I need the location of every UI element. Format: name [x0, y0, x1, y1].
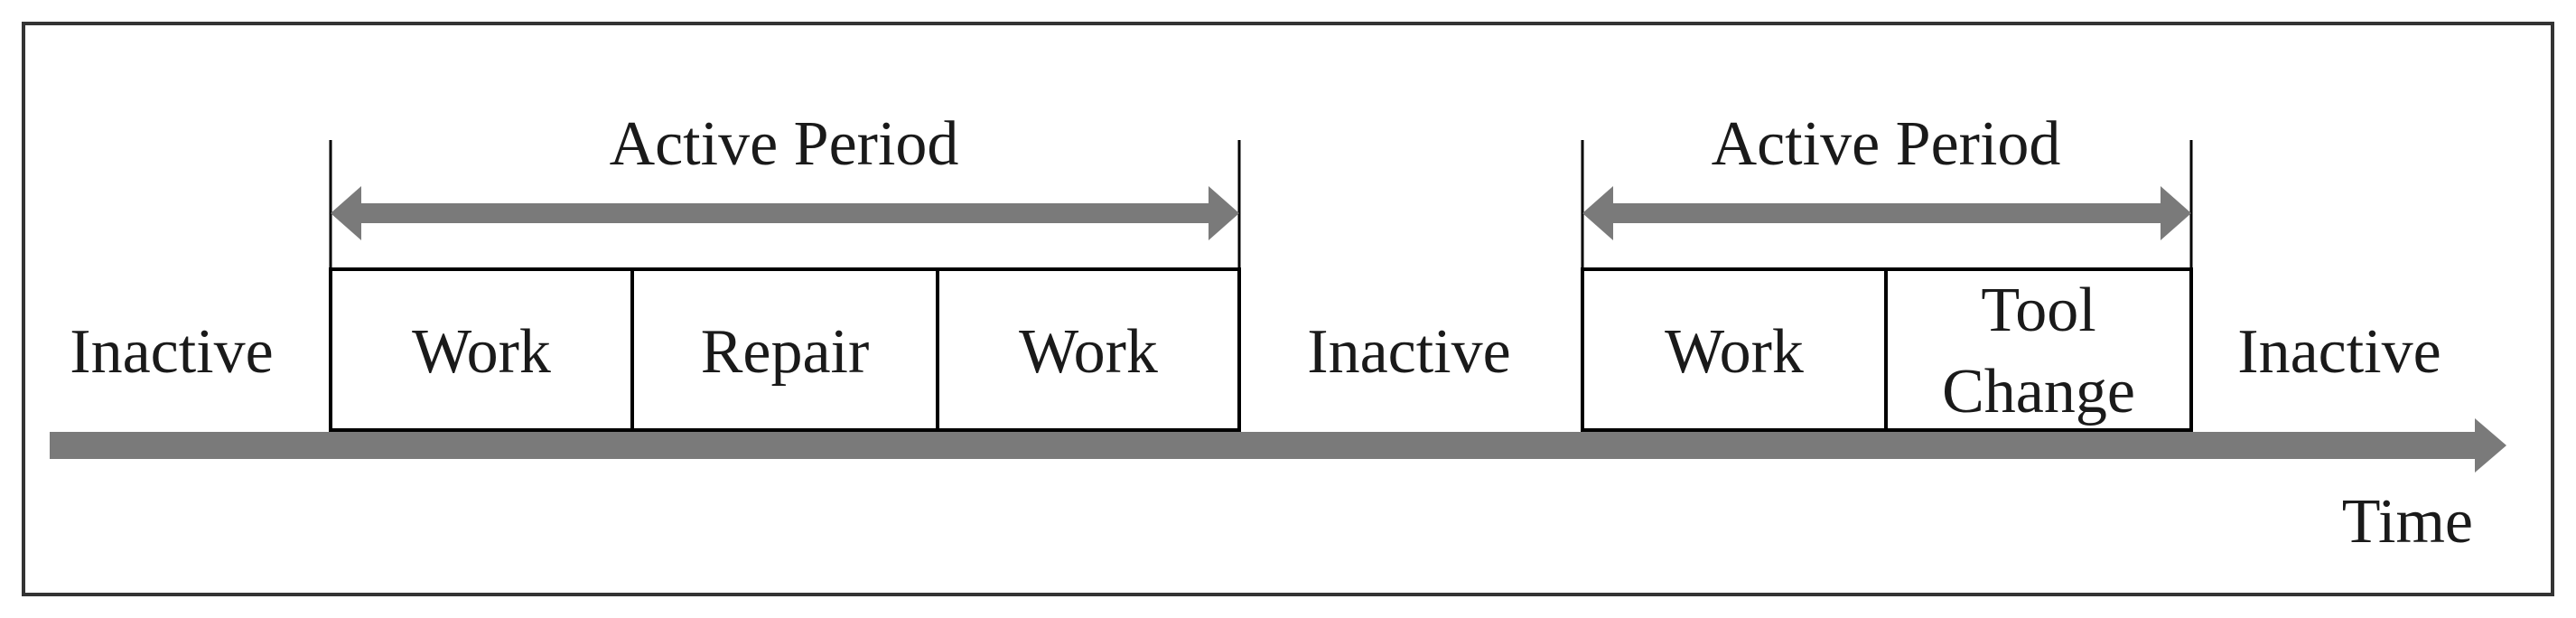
segment-tool-change — [1884, 267, 2193, 432]
active-period-2-segments — [1581, 267, 2193, 432]
active-period-1-label: Active Period — [610, 109, 959, 179]
segment-label-work-3: Work — [1665, 317, 1804, 387]
segment-label-repair: Repair — [701, 317, 870, 387]
segment-work-3 — [1581, 267, 1888, 432]
segment-repair — [630, 267, 939, 432]
inactive-label-3: Inactive — [2237, 317, 2441, 387]
active-period-2-bracket — [1581, 140, 2193, 271]
segment-label-change: Change — [1942, 357, 2135, 426]
segment-label-tool: Tool — [1981, 276, 2095, 345]
active-period-1-segments — [329, 267, 1241, 432]
segment-work-2 — [936, 267, 1241, 432]
active-period-2-label: Active Period — [1712, 109, 2061, 179]
segment-label-work-1: Work — [412, 317, 551, 387]
time-axis-label: Time — [2342, 487, 2473, 557]
time-axis-arrow — [50, 418, 2506, 473]
segment-label-work-2: Work — [1019, 317, 1158, 387]
inactive-label-2: Inactive — [1307, 317, 1510, 387]
inactive-label-1: Inactive — [70, 317, 273, 387]
active-period-1-bracket — [329, 140, 1241, 271]
